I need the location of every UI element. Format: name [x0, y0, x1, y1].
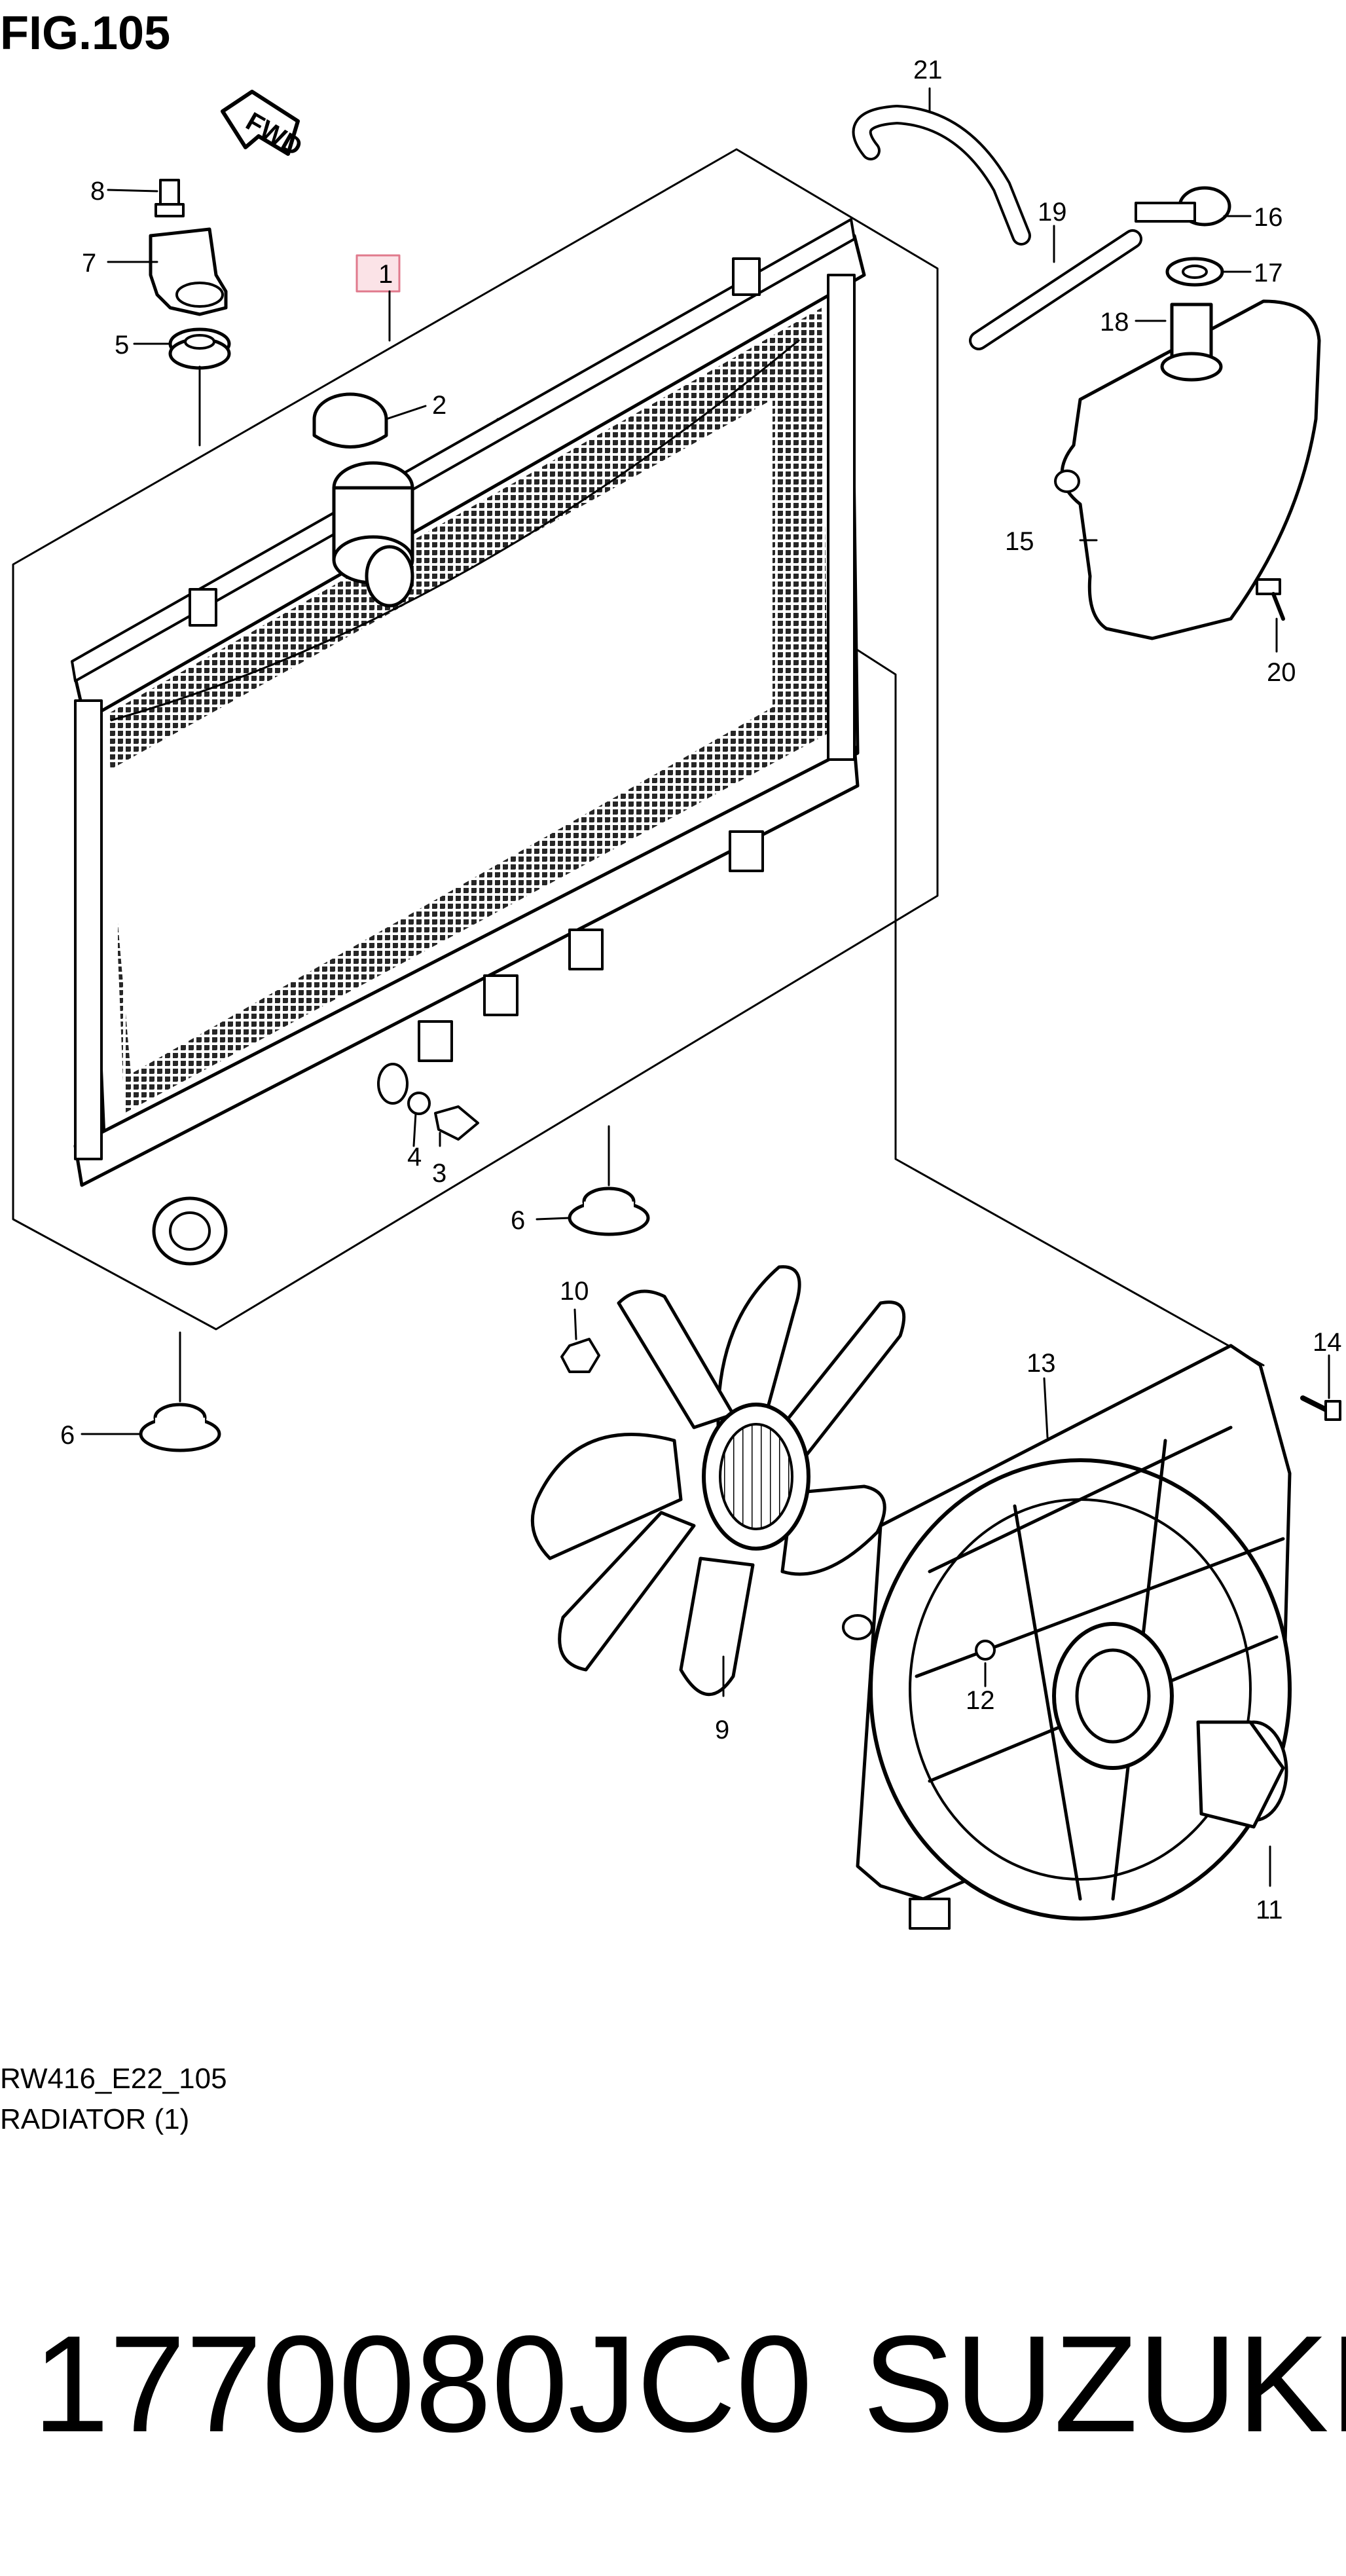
callout-6-left: 6: [60, 1421, 75, 1450]
upper-bracket: [149, 227, 228, 316]
callout-18: 18: [1100, 308, 1129, 337]
callout-10: 10: [560, 1277, 589, 1306]
callout-19: 19: [1038, 198, 1067, 227]
callout-13: 13: [1027, 1349, 1056, 1378]
part-1-highlight-box: [355, 254, 401, 293]
callout-1: 1: [378, 260, 393, 289]
callout-6-right: 6: [511, 1206, 525, 1235]
callout-3: 3: [432, 1159, 446, 1188]
callout-14: 14: [1313, 1328, 1342, 1357]
callout-15: 15: [1005, 527, 1034, 556]
fan-shroud: [842, 1344, 1292, 1930]
figure-code: RW416_E22_105: [0, 2063, 227, 2095]
callout-20: 20: [1267, 658, 1296, 687]
fwd-arrow-icon: FWD: [221, 90, 307, 162]
callout-12: 12: [966, 1686, 995, 1715]
callout-5: 5: [115, 331, 129, 359]
cooling-fan-blade: [530, 1265, 906, 1696]
lower-mount-grommet-right: [568, 1187, 650, 1236]
reservoir-cap-16: [1135, 186, 1231, 227]
radiator-exploded-diagram: FWD: [12, 56, 1342, 1930]
reservoir-bolt-20: [1256, 578, 1285, 621]
coolant-reservoir-tank: [1054, 299, 1321, 640]
brand-name: SUZUKI: [863, 2307, 1346, 2461]
callout-2: 2: [432, 391, 446, 420]
drain-plug: [407, 1092, 479, 1141]
shroud-screw-12: [975, 1640, 996, 1661]
figure-caption: RADIATOR (1): [0, 2103, 190, 2135]
callout-21: 21: [913, 56, 943, 84]
lower-mount-grommet-left: [139, 1403, 221, 1452]
bracket-bolt: [155, 179, 185, 217]
callout-16: 16: [1254, 203, 1283, 232]
callout-17: 17: [1254, 259, 1283, 287]
leader-lines: [81, 87, 1330, 1887]
reservoir-tube-19: [969, 229, 1142, 350]
fan-motor: [1052, 1622, 1288, 1829]
fan-nut-10: [560, 1338, 600, 1373]
radiator-group-outline: [12, 148, 939, 1331]
radiator-cap: [312, 392, 388, 449]
upper-mount-grommet: [168, 327, 231, 370]
callout-7: 7: [82, 249, 96, 278]
shroud-bolt-14: [1300, 1395, 1341, 1421]
reservoir-clip-17: [1165, 257, 1224, 287]
reservoir-hose-21: [852, 105, 1031, 246]
callout-labels: 1 2 3 4 5 6 6 7 8 9 10 11 12 13 14 15 16…: [60, 56, 1342, 1924]
callout-8: 8: [90, 177, 105, 206]
callout-4: 4: [407, 1143, 422, 1171]
footer: 1770080JC0 SUZUKI: [0, 2305, 1346, 2462]
figure-title: FIG.105: [0, 7, 171, 60]
part-number: 1770080JC0: [33, 2307, 812, 2461]
radiator-core: [71, 218, 866, 1266]
callout-9: 9: [715, 1716, 729, 1744]
callout-11: 11: [1256, 1896, 1283, 1924]
